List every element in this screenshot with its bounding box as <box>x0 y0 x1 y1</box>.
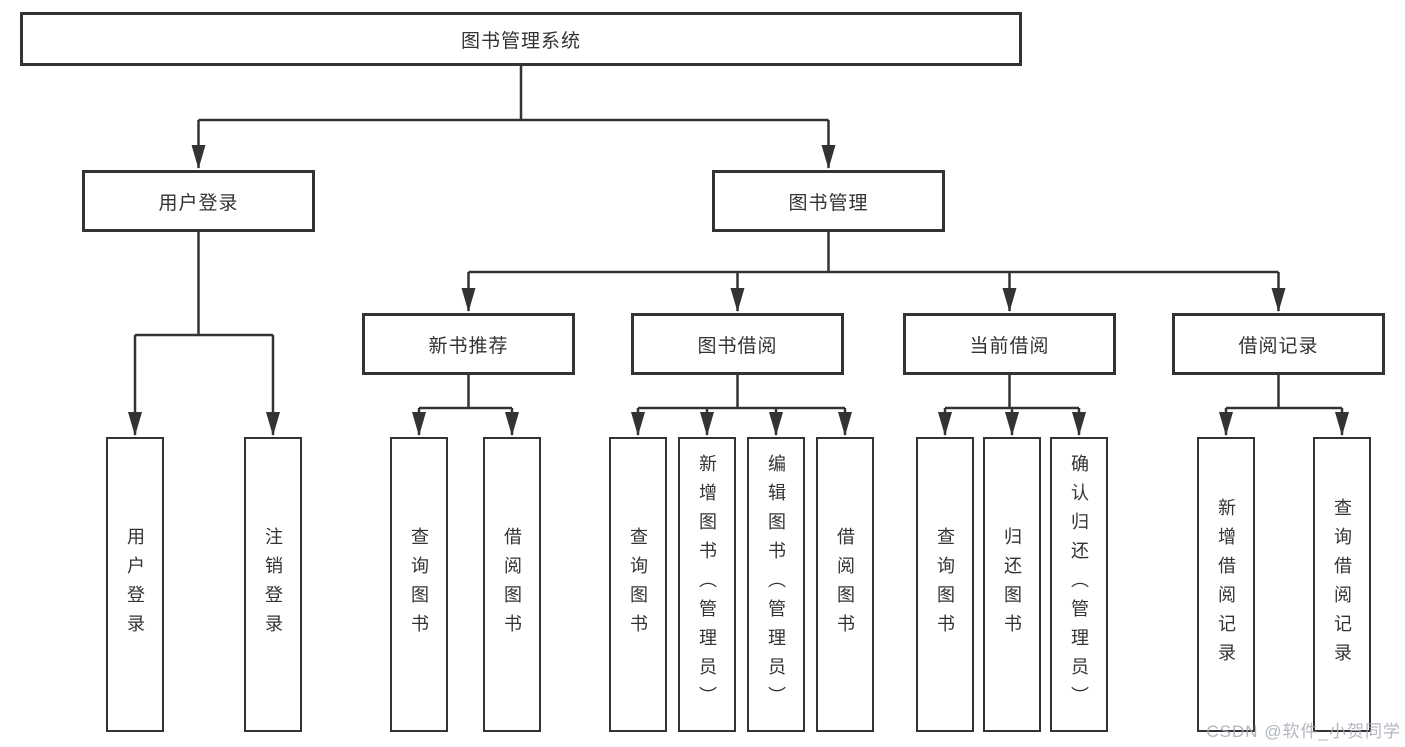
connector-newbook-rail <box>419 375 512 410</box>
leaf-current-query-books: 查询图书 <box>916 437 974 732</box>
node-borrow-records: 借阅记录 <box>1172 313 1385 375</box>
leaf-current-confirm-return-admin: 确认归还（管理员） <box>1050 437 1108 732</box>
node-book-borrow: 图书借阅 <box>631 313 844 375</box>
node-current-borrow: 当前借阅 <box>903 313 1116 375</box>
connector-userlogin-rail <box>135 232 273 337</box>
node-user-login: 用户登录 <box>82 170 315 232</box>
leaf-borrow-edit-books-admin: 编辑图书（管理员） <box>747 437 805 732</box>
csdn-watermark: CSDN @软件_小贺同学 <box>1206 722 1401 741</box>
leaf-user-login: 用户登录 <box>106 437 164 732</box>
connector-borrow-rail <box>638 375 845 410</box>
node-library-system: 图书管理系统 <box>20 12 1022 66</box>
leaf-records-add-borrow-record: 新增借阅记录 <box>1197 437 1255 732</box>
node-book-management: 图书管理 <box>712 170 945 232</box>
leaf-current-return-books: 归还图书 <box>983 437 1041 732</box>
connector-root-rail <box>198 66 829 122</box>
leaf-newbook-borrow-books: 借阅图书 <box>483 437 541 732</box>
connector-records-rail <box>1226 375 1342 410</box>
connector-bookmgmt-rail <box>468 232 1279 274</box>
leaf-records-query-borrow-record: 查询借阅记录 <box>1313 437 1371 732</box>
leaf-borrow-add-books-admin: 新增图书（管理员） <box>678 437 736 732</box>
connector-current-rail <box>945 375 1079 410</box>
node-new-book-recommend: 新书推荐 <box>362 313 575 375</box>
leaf-borrow-borrow-books: 借阅图书 <box>816 437 874 732</box>
leaf-logout-login: 注销登录 <box>244 437 302 732</box>
leaf-borrow-query-books: 查询图书 <box>609 437 667 732</box>
leaf-newbook-query-books: 查询图书 <box>390 437 448 732</box>
